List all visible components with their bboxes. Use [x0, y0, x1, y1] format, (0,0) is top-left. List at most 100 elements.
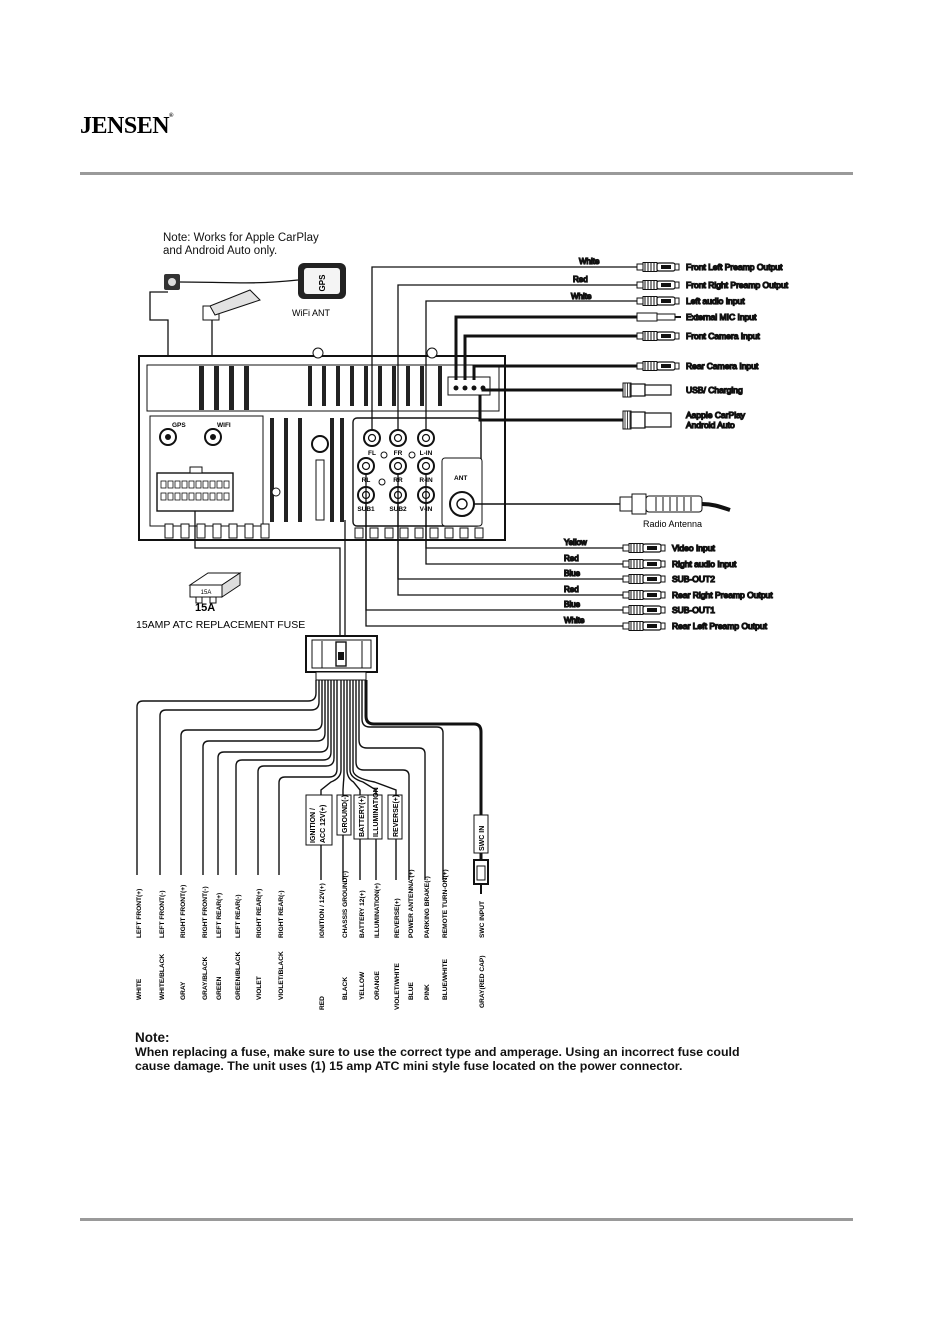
power-wire — [355, 680, 410, 880]
speaker-wire — [159, 680, 320, 875]
rear-jack-cluster — [447, 376, 491, 396]
wire-color-label: GREEN — [216, 976, 223, 1000]
chassis-rail — [315, 459, 325, 521]
boxed-wire-label: ILLUMINATION — [367, 787, 383, 840]
iso-pin — [209, 480, 216, 489]
cable — [478, 395, 623, 422]
vent-slot — [322, 366, 326, 406]
iso-pin — [167, 480, 174, 489]
rca-port: FR — [389, 429, 407, 457]
rca-port: L-IN — [417, 429, 435, 457]
wire-color-label: GRAY(RED CAP) — [479, 955, 486, 1008]
vent-slot — [364, 366, 368, 406]
wire-color-label: GRAY — [180, 981, 187, 1000]
antenna-port-label: ANT — [454, 475, 467, 482]
boxed-label-text: BATTERY(+) — [359, 796, 366, 837]
boxed-label-text: GROUND(-) — [342, 795, 349, 833]
connection-label: SUB-OUT1 — [672, 605, 715, 615]
panel-led — [378, 478, 386, 486]
power-wire — [346, 680, 361, 880]
vent-slot — [369, 527, 379, 539]
vent-slot — [340, 418, 344, 522]
vent-slot — [180, 523, 190, 539]
vent-slot — [354, 527, 364, 539]
iso-pin — [174, 480, 181, 489]
iso-pin — [160, 492, 167, 501]
connection-label: Front Right Preamp Output — [686, 280, 789, 290]
vent-slot — [429, 527, 439, 539]
iso-pin — [188, 480, 195, 489]
wifi-port — [204, 428, 222, 446]
wire-function-label: PARKING BRAKE(-) — [424, 876, 431, 938]
boxed-label-text: REVERSE(+) — [393, 795, 400, 837]
vent-slot — [284, 418, 288, 522]
wire-color-label: RED — [319, 996, 326, 1010]
fuse-note-body: When replacing a fuse, make sure to use … — [135, 1045, 740, 1073]
cable-color-label: Yellow — [564, 538, 587, 547]
vent-slot — [444, 527, 454, 539]
wire-function-label: LEFT REAR(+) — [216, 893, 223, 938]
antenna-port — [449, 491, 475, 517]
speaker-wire — [180, 680, 323, 875]
cable-color-label: Blue — [564, 569, 581, 578]
wire-color-label: VIOLET/WHITE — [394, 963, 401, 1010]
rca-plug — [622, 621, 666, 631]
speaker-wire — [257, 680, 335, 875]
wire-function-label: IGNITION / 12V(+) — [319, 883, 326, 938]
iso-pin — [181, 492, 188, 501]
vent-slot — [164, 523, 174, 539]
vent-slot — [244, 366, 249, 410]
connection-label: Android Auto — [686, 420, 735, 430]
vent-slot — [330, 418, 334, 522]
rca-port: FL — [363, 429, 381, 457]
gps-module-label: GPS — [318, 274, 327, 292]
wire-color-label: BLUE — [408, 981, 415, 1000]
connection-label: Rear Right Preamp Output — [672, 590, 773, 600]
gps-plug — [164, 274, 180, 290]
swc-wire — [364, 680, 483, 860]
panel-led — [408, 451, 416, 459]
connection-label: Rear Left Preamp Output — [672, 621, 768, 631]
wire-function-label: RIGHT REAR(-) — [278, 890, 285, 938]
connection-label: Video Input — [672, 543, 715, 553]
vent-slot — [474, 527, 484, 539]
rca-plug — [622, 574, 666, 584]
iso-pin — [167, 492, 174, 501]
harness-feed — [194, 511, 341, 636]
vent-slot — [298, 418, 302, 522]
fuse-caption: 15AMP ATC REPLACEMENT FUSE — [136, 619, 305, 631]
vent-slot — [399, 527, 409, 539]
wire-color-label: WHITE/BLACK — [159, 954, 166, 1000]
iso-pin — [195, 492, 202, 501]
iso-pin — [195, 480, 202, 489]
swc-jack — [473, 859, 489, 894]
connection-label: External MIC Input — [686, 312, 757, 322]
connection-label: Left audio Input — [686, 296, 745, 306]
vent-slot — [350, 366, 354, 406]
wire-function-label: BATTERY 12(+) — [359, 890, 366, 938]
rca-port-label: FR — [394, 450, 403, 457]
usb-plug — [622, 382, 672, 398]
wire-function-label: LEFT REAR(-) — [235, 894, 242, 938]
mic-plug — [636, 312, 681, 322]
power-wire — [349, 680, 377, 880]
gps-module: GPS — [298, 263, 346, 299]
vent-slot — [392, 366, 396, 406]
wire-color-label: VIOLET/BLACK — [278, 951, 285, 1000]
speaker-wire — [217, 680, 329, 875]
wire-function-label: LEFT FRONT(-) — [159, 890, 166, 938]
rca-plug — [636, 361, 680, 371]
boxed-label-text: SWC IN — [479, 826, 486, 851]
boxed-label-text: IGNITION / — [310, 808, 317, 843]
cable-color-label: White — [571, 292, 592, 301]
power-wire — [320, 680, 342, 880]
speaker-wire — [202, 680, 326, 875]
cable-color-label: Blue — [564, 600, 581, 609]
boxed-wire-label: IGNITION /ACC 12V(+) — [305, 794, 333, 846]
cable — [454, 315, 637, 380]
gps-port — [159, 428, 177, 446]
vent-slot — [414, 527, 424, 539]
power-harness-plug — [305, 635, 378, 681]
power-wire — [342, 680, 345, 880]
